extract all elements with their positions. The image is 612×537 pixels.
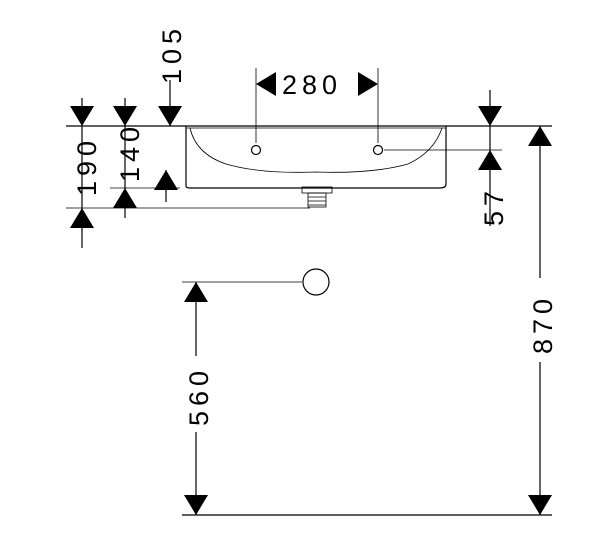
arrow-190-top — [70, 106, 94, 126]
arrow-57-top — [478, 106, 502, 126]
basin-bowl — [189, 127, 443, 173]
arrow-105 — [158, 106, 182, 126]
dim-870-label: 870 — [528, 294, 558, 354]
dim-190-label: 190 — [72, 136, 102, 196]
arrow-57-bottom — [478, 150, 502, 170]
basin-outer — [185, 126, 447, 189]
arrow-560-top — [184, 282, 208, 302]
arrow-140-top — [113, 106, 137, 126]
arrow-basin-depth — [154, 170, 178, 190]
arrow-190-bottom — [70, 208, 94, 228]
dim-280-label: 280 — [282, 70, 342, 100]
tap-hole-right — [372, 144, 384, 156]
drain-fitting — [301, 186, 333, 208]
arrow-870-top — [528, 126, 552, 146]
arrow-280-right — [358, 72, 378, 96]
dim-105-label: 105 — [157, 24, 187, 84]
dim-560-label: 560 — [184, 366, 214, 426]
basin — [185, 126, 502, 208]
arrow-560-bottom — [184, 495, 208, 515]
arrow-280-left — [256, 72, 276, 96]
waste-outlet-circle — [302, 268, 330, 296]
arrow-870-bottom — [528, 495, 552, 515]
tap-hole-left — [250, 144, 262, 156]
dim-140-label: 140 — [115, 122, 145, 182]
arrow-140-bottom — [113, 188, 137, 208]
dim-57-label: 57 — [479, 186, 509, 226]
